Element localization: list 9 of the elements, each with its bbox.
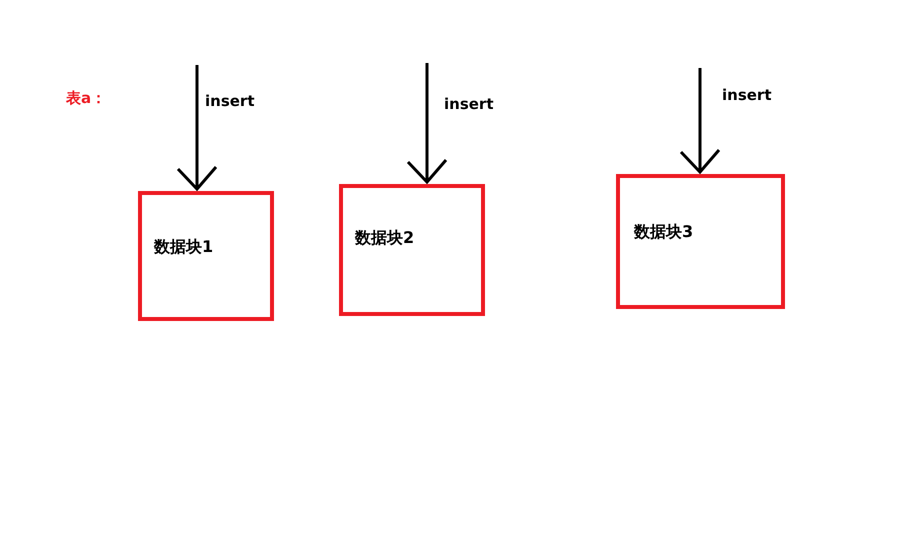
data-block-box — [339, 184, 485, 316]
block-label: 数据块2 — [355, 228, 414, 249]
block-label: 数据块3 — [634, 222, 694, 243]
arrow — [680, 68, 720, 174]
data-block-box — [616, 174, 785, 309]
data-block-box — [138, 191, 274, 321]
arrow — [176, 65, 218, 190]
arrow — [406, 63, 448, 184]
block-label: 数据块1 — [154, 237, 214, 258]
